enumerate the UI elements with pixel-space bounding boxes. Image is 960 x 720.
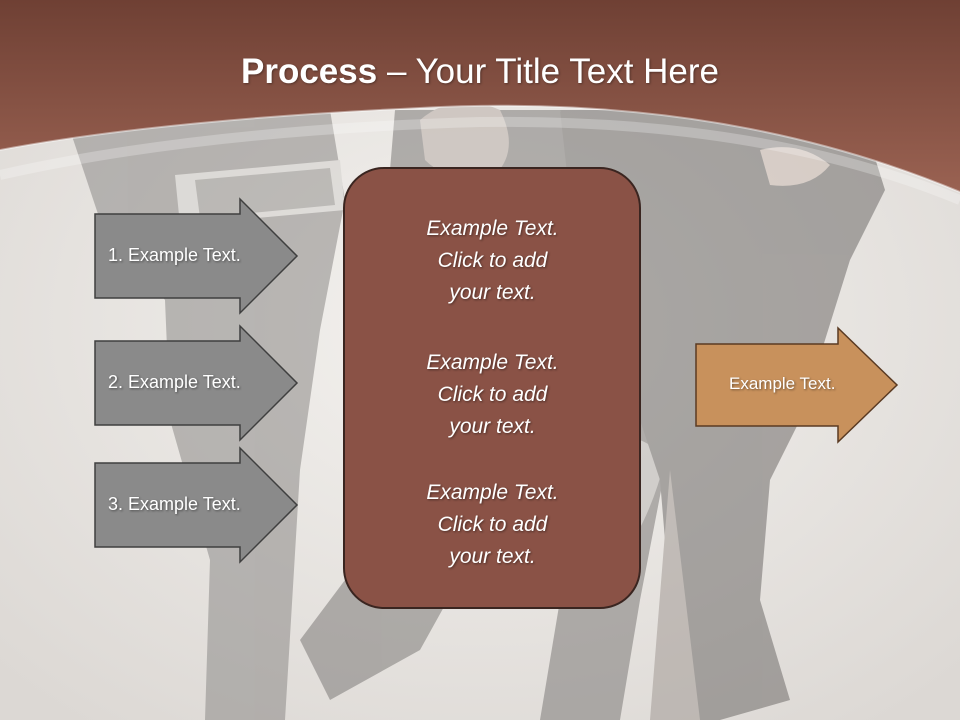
center-text-line: your text. [449, 545, 536, 568]
center-text-block-3: Example Text. Click to add your text. [345, 477, 640, 573]
output-arrow [695, 326, 899, 444]
title-rest: – Your Title Text Here [377, 52, 719, 91]
step-arrow-1 [94, 197, 299, 315]
step-label-2: 2. Example Text. [108, 372, 241, 392]
slide-title: Process – Your Title Text Here [0, 52, 960, 92]
center-text-line: your text. [449, 281, 536, 304]
center-text-block-1: Example Text. Click to add your text. [345, 213, 640, 309]
center-text-line: Example Text. [426, 351, 559, 374]
header-band [0, 0, 960, 192]
step-label-3: 3. Example Text. [108, 494, 241, 514]
center-text-line: Example Text. [426, 481, 559, 504]
center-box [343, 167, 641, 609]
center-text-line: Click to add [437, 249, 548, 272]
title-bold: Process [241, 52, 378, 91]
step-arrow-3 [94, 446, 299, 564]
center-text-line: Click to add [437, 383, 548, 406]
center-text-line: Click to add [437, 513, 548, 536]
output-label: Example Text. [729, 374, 836, 393]
step-label-1: 1. Example Text. [108, 245, 241, 265]
center-text-line: Example Text. [426, 217, 559, 240]
center-text-block-2: Example Text. Click to add your text. [345, 347, 640, 443]
center-text-line: your text. [449, 415, 536, 438]
step-arrow-2 [94, 324, 299, 442]
